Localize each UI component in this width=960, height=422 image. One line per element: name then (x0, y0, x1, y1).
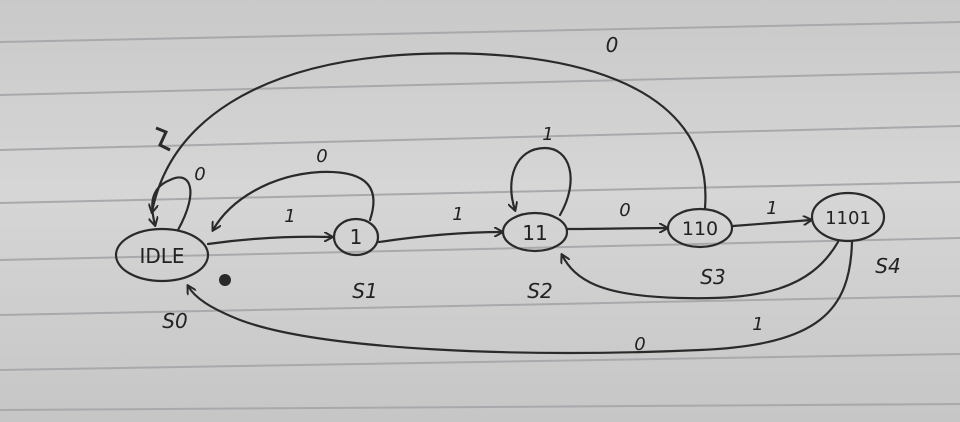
ink-blot (219, 274, 231, 286)
state-idle-node (114, 227, 210, 283)
transition-s4-idle-label: 0 (634, 334, 645, 355)
ink-scribble (155, 126, 171, 152)
transition-s3-s4-arrow (731, 220, 811, 228)
transition-s2-self-label: 1 (542, 124, 553, 145)
state-s1-name: S1 (352, 279, 377, 303)
transition-s4-s2-arrow (562, 240, 840, 300)
transition-s1-s2-arrow (377, 232, 502, 244)
state-s4-name: S4 (875, 254, 900, 278)
state-s3-label: 110 (682, 218, 718, 240)
transition-s1-idle-label: 0 (316, 146, 327, 167)
transition-idle-self-label: 0 (194, 164, 205, 185)
transition-s2-s3-arrow (565, 228, 667, 229)
transition-s2-self-arrow (511, 146, 572, 217)
transition-s3-idle-label: 0 (606, 33, 619, 57)
transition-s2-s3-label: 0 (619, 200, 630, 221)
state-s1-label: 1 (350, 225, 363, 249)
transition-s4-s2-label: 1 (752, 314, 763, 335)
transition-idle-s1-label: 1 (284, 206, 295, 227)
transition-s1-idle-arrow (213, 170, 375, 230)
transition-s4-idle-arrow (188, 240, 854, 355)
state-s2-name: S2 (527, 279, 552, 303)
transition-idle-s1-arrow (206, 237, 332, 246)
state-idle-label: IDLE (139, 244, 184, 268)
transition-s1-s2-label: 1 (452, 204, 463, 225)
state-s2-label: 11 (522, 221, 547, 245)
transition-s3-idle-arrow (152, 52, 707, 212)
state-s4-label: 1101 (825, 208, 871, 229)
state-s3-name: S3 (700, 265, 725, 289)
transition-s3-s4-label: 1 (766, 198, 777, 219)
transition-idle-self-arrow (152, 176, 192, 232)
state-idle-name: S0 (162, 309, 187, 333)
